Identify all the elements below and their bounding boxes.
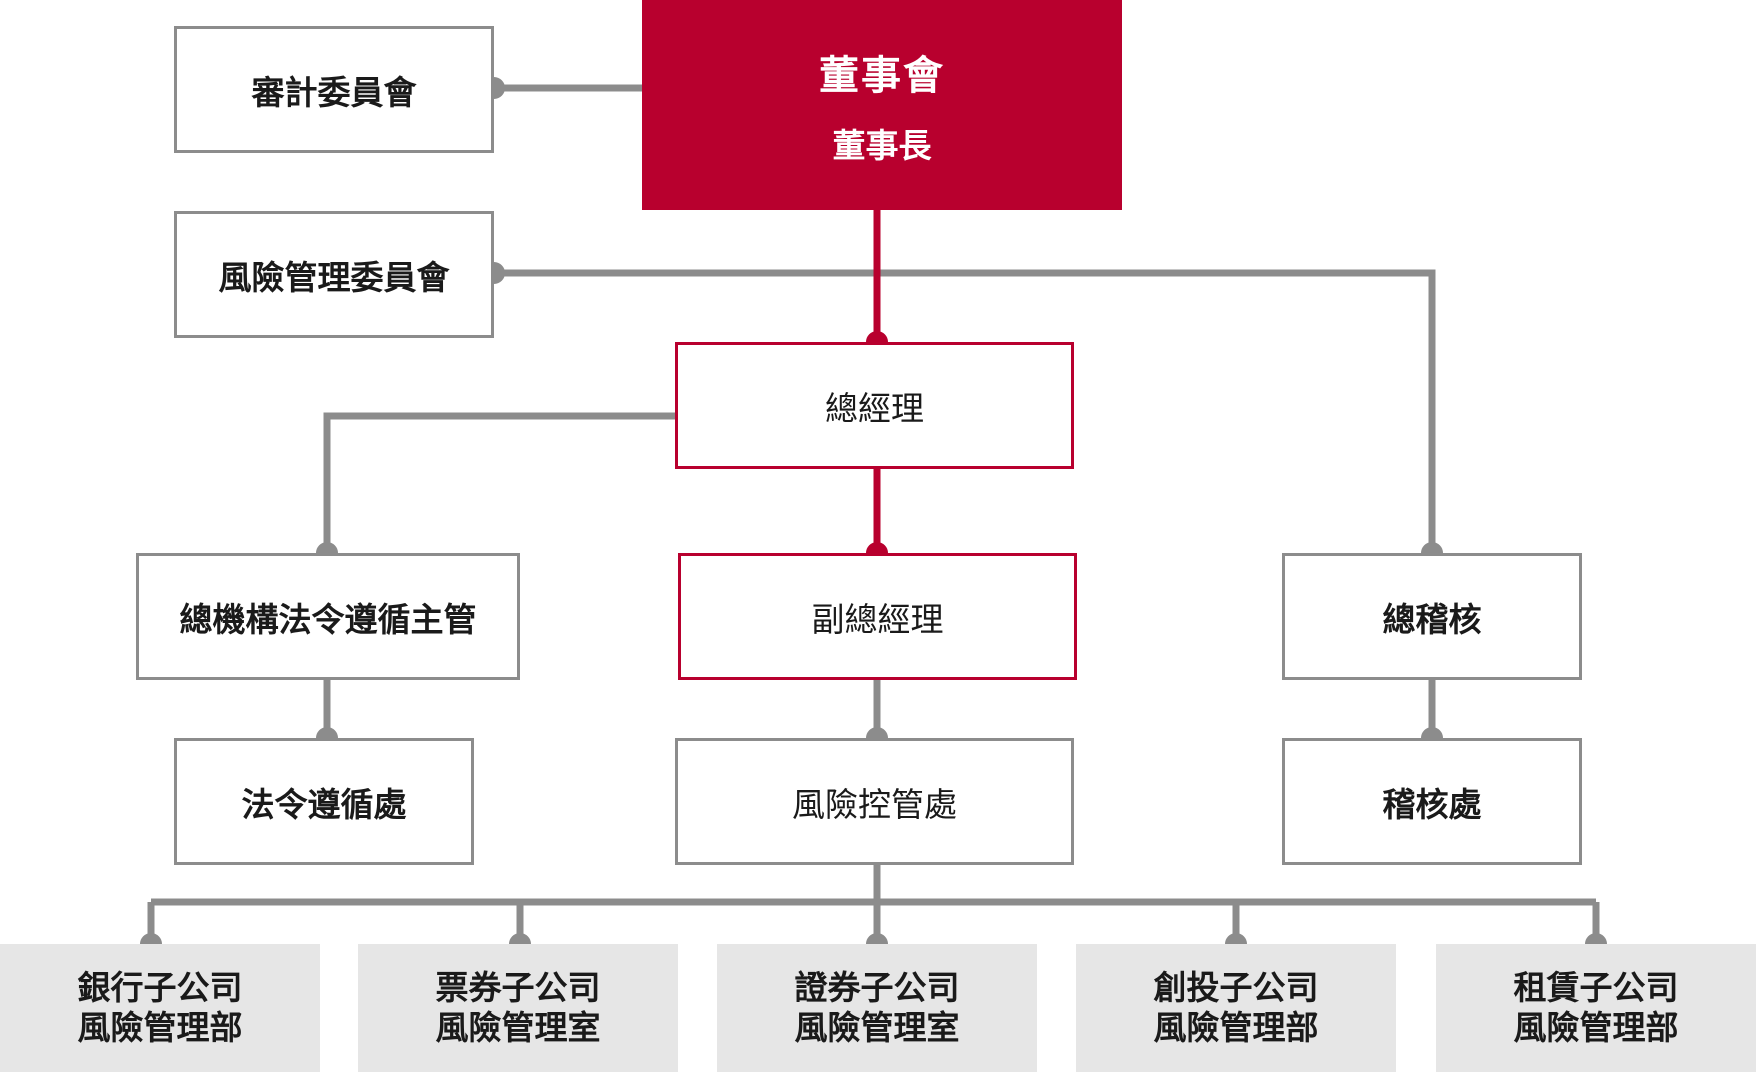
chief-auditor-label: 總稽核 [1382, 599, 1482, 639]
subsidiary-dept: 風險管理部 [77, 1008, 243, 1047]
audit-committee-box: 審計委員會 [174, 26, 494, 153]
risk-control-dept-label: 風險控管處 [792, 784, 957, 824]
subsidiary-dept: 風險管理室 [435, 1008, 601, 1047]
subsidiary-dept: 風險管理部 [1513, 1008, 1679, 1047]
subsidiary-box-securities: 證券子公司 風險管理室 [717, 944, 1037, 1072]
president-box: 總經理 [675, 342, 1074, 469]
subsidiary-box-venture: 創投子公司 風險管理部 [1076, 944, 1396, 1072]
board-subtitle: 董事長 [832, 126, 932, 165]
subsidiary-name: 創投子公司 [1153, 968, 1319, 1007]
risk-committee-box: 風險管理委員會 [174, 211, 494, 338]
board-box: 董事會 董事長 [642, 0, 1122, 210]
president-label: 總經理 [825, 388, 924, 428]
subsidiary-box-leasing: 租賃子公司 風險管理部 [1436, 944, 1756, 1072]
audit-committee-label: 審計委員會 [251, 72, 417, 112]
risk-committee-label: 風險管理委員會 [218, 257, 450, 297]
subsidiary-name: 票券子公司 [435, 968, 601, 1007]
compliance-head-box: 總機構法令遵循主管 [136, 553, 520, 680]
subsidiary-dept: 風險管理室 [794, 1008, 960, 1047]
evp-box: 副總經理 [678, 553, 1077, 680]
compliance-head-label: 總機構法令遵循主管 [179, 599, 477, 639]
board-title: 董事會 [819, 53, 945, 99]
compliance-dept-box: 法令遵循處 [174, 738, 474, 865]
audit-dept-label: 稽核處 [1382, 784, 1482, 824]
evp-label: 副總經理 [811, 599, 944, 639]
subsidiary-name: 銀行子公司 [77, 968, 243, 1007]
audit-dept-box: 稽核處 [1282, 738, 1582, 865]
subsidiary-dept: 風險管理部 [1153, 1008, 1319, 1047]
chief-auditor-box: 總稽核 [1282, 553, 1582, 680]
subsidiary-name: 租賃子公司 [1513, 968, 1679, 1007]
subsidiary-box-bills: 票券子公司 風險管理室 [358, 944, 678, 1072]
subsidiary-name: 證券子公司 [794, 968, 960, 1007]
compliance-dept-label: 法令遵循處 [241, 784, 407, 824]
risk-control-dept-box: 風險控管處 [675, 738, 1074, 865]
subsidiary-box-bank: 銀行子公司 風險管理部 [0, 944, 320, 1072]
